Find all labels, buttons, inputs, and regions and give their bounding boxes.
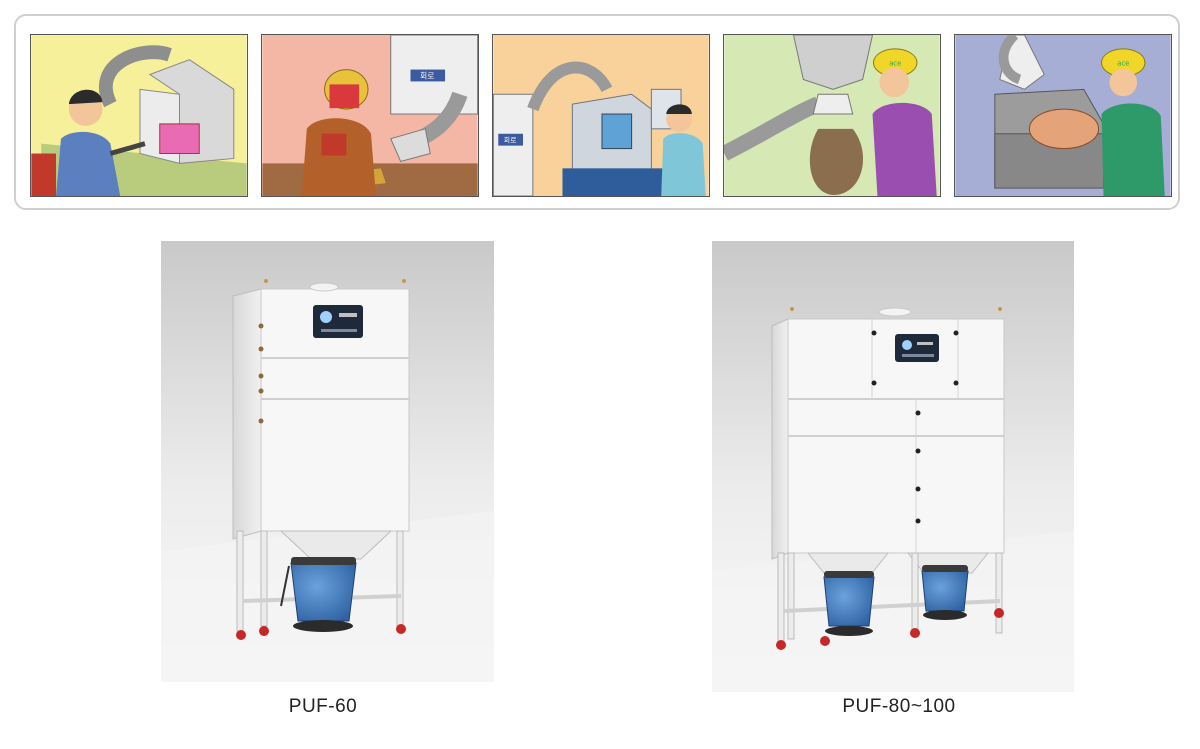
application-illustration-strip: 회로 회로 <box>14 14 1180 210</box>
machining-machine-label: 회로 <box>504 137 517 145</box>
puf-80-100-caption: PUF-80~100 <box>842 696 956 717</box>
machining-scene: 회로 <box>493 35 709 196</box>
powder-bagging-scene: ace <box>724 35 940 196</box>
helmet-label-1: ace <box>889 60 901 68</box>
puf-60-product-image <box>161 241 494 682</box>
welding-machine-label: 회로 <box>420 71 435 80</box>
welding-scene: 회로 <box>262 35 478 196</box>
welding-illustration: 회로 <box>261 34 479 197</box>
puf-60-caption: PUF-60 <box>288 696 358 717</box>
helmet-label-2: ace <box>1117 60 1129 68</box>
soldering-scene <box>31 35 247 196</box>
soldering-illustration <box>30 34 248 197</box>
machining-illustration: 회로 <box>492 34 710 197</box>
debris-handling-illustration: ace <box>954 34 1172 197</box>
powder-bagging-illustration: ace <box>723 34 941 197</box>
puf-80-100-product-image <box>712 241 1074 692</box>
puf-60-illustration <box>161 241 494 682</box>
debris-handling-scene: ace <box>955 35 1171 196</box>
puf-80-100-illustration <box>712 241 1074 692</box>
